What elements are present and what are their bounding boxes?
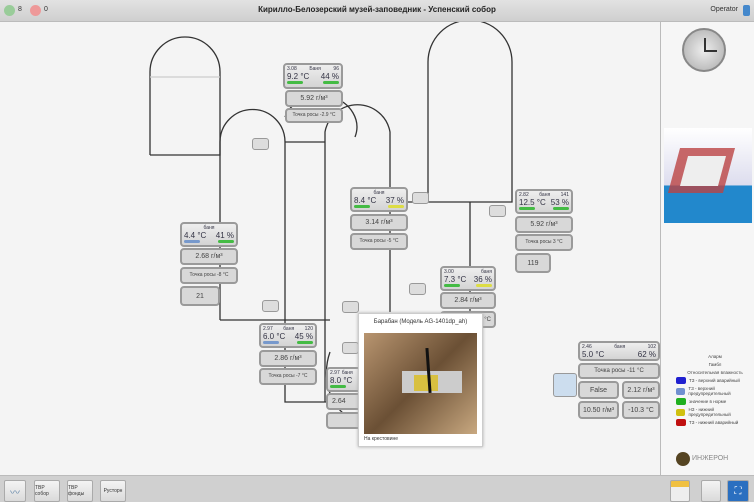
chart-button[interactable]: 〰 bbox=[4, 480, 26, 502]
title-bar: 8 0 Кирилло-Белозерский музей-заповедник… bbox=[0, 0, 754, 22]
nav-button[interactable]: Русторн bbox=[100, 480, 126, 502]
sensor-node[interactable] bbox=[262, 300, 279, 312]
fullscreen-icon: ⛶ bbox=[734, 485, 742, 497]
legend-item: ТЗ - верхний предупредительный bbox=[676, 386, 754, 396]
logo-gear-icon bbox=[676, 452, 690, 466]
sensor-node[interactable] bbox=[409, 283, 426, 295]
legend-item: ТЗ - нижний аварийный bbox=[676, 419, 754, 426]
sensor-node[interactable] bbox=[342, 301, 359, 313]
page-button[interactable] bbox=[701, 480, 721, 502]
user-name[interactable]: Operator bbox=[710, 6, 738, 13]
clock-icon bbox=[682, 28, 726, 72]
device-photo bbox=[364, 333, 477, 434]
abs-humidity: 2.68 г/м³ bbox=[180, 248, 238, 265]
abs-humidity: 5.92 г/м³ bbox=[515, 216, 573, 233]
dew-point: Точка росы 3 °C bbox=[515, 234, 573, 251]
legend-item: ТЗ - верхний аварийный bbox=[676, 377, 754, 384]
fullscreen-button[interactable]: ⛶ bbox=[727, 480, 749, 502]
ok-status-icon[interactable] bbox=[4, 5, 15, 16]
chart-icon: 〰 bbox=[10, 487, 20, 499]
building-3d-thumbnail[interactable] bbox=[664, 128, 752, 223]
user-menu-icon[interactable] bbox=[743, 5, 750, 16]
bottom-toolbar: 〰 ТВР собор ТВР фонды Русторн ⛶ bbox=[0, 475, 754, 502]
dew-point: Точка росы -7 °C bbox=[259, 368, 317, 385]
ok-count: 8 bbox=[18, 6, 22, 13]
legend-item: НЗ - нижний предупредительный bbox=[676, 407, 754, 417]
popup-title: Барабан (Модель AG-1401dp_ah) bbox=[373, 319, 468, 325]
alarm-count: 0 bbox=[44, 6, 48, 13]
abs-humidity: 3.14 г/м³ bbox=[350, 214, 408, 231]
abs-humidity: 2.12 г/м³ bbox=[622, 381, 660, 399]
abs-humidity: 2.84 г/м³ bbox=[440, 292, 496, 309]
sensor-node[interactable] bbox=[553, 373, 577, 397]
flag-value: False bbox=[578, 381, 619, 399]
dew-point: Точка росы -5 °C bbox=[350, 233, 408, 250]
logo: ИНЖЕРОН bbox=[692, 455, 729, 462]
legend-item: значение в норме bbox=[676, 398, 754, 405]
report-button[interactable] bbox=[670, 480, 690, 502]
nav-button[interactable]: ТВР собор bbox=[34, 480, 60, 502]
sensor-node[interactable] bbox=[342, 342, 359, 354]
dew-point: Точка росы -2.9 °C bbox=[285, 108, 343, 123]
device-popup: Барабан (Модель AG-1401dp_ah) На крестов… bbox=[358, 313, 483, 447]
abs-humidity-2: 10.50 г/м³ bbox=[578, 401, 619, 419]
dew-point: Точка росы -11 °C bbox=[578, 363, 660, 379]
side-panel bbox=[660, 22, 754, 475]
popup-caption: На крестовине bbox=[364, 436, 399, 442]
abs-humidity: 5.92 г/м³ bbox=[285, 90, 343, 107]
legend: Аларм Гамбл Относительная влажность ТЗ -… bbox=[676, 354, 754, 426]
sensor-node[interactable] bbox=[412, 192, 429, 204]
extra-value: 119 bbox=[515, 253, 551, 273]
extra-value: 21 bbox=[180, 286, 220, 306]
page-title: Кирилло-Белозерский музей-заповедник - У… bbox=[258, 5, 496, 14]
abs-humidity: 2.86 г/м³ bbox=[259, 350, 317, 367]
sensor-node[interactable] bbox=[252, 138, 269, 150]
dew-point-2: -10.3 °C bbox=[622, 401, 660, 419]
sensor-node[interactable] bbox=[489, 205, 506, 217]
alarm-status-icon[interactable] bbox=[30, 5, 41, 16]
dew-point: Точка росы -8 °C bbox=[180, 267, 238, 284]
nav-button[interactable]: ТВР фонды bbox=[67, 480, 93, 502]
